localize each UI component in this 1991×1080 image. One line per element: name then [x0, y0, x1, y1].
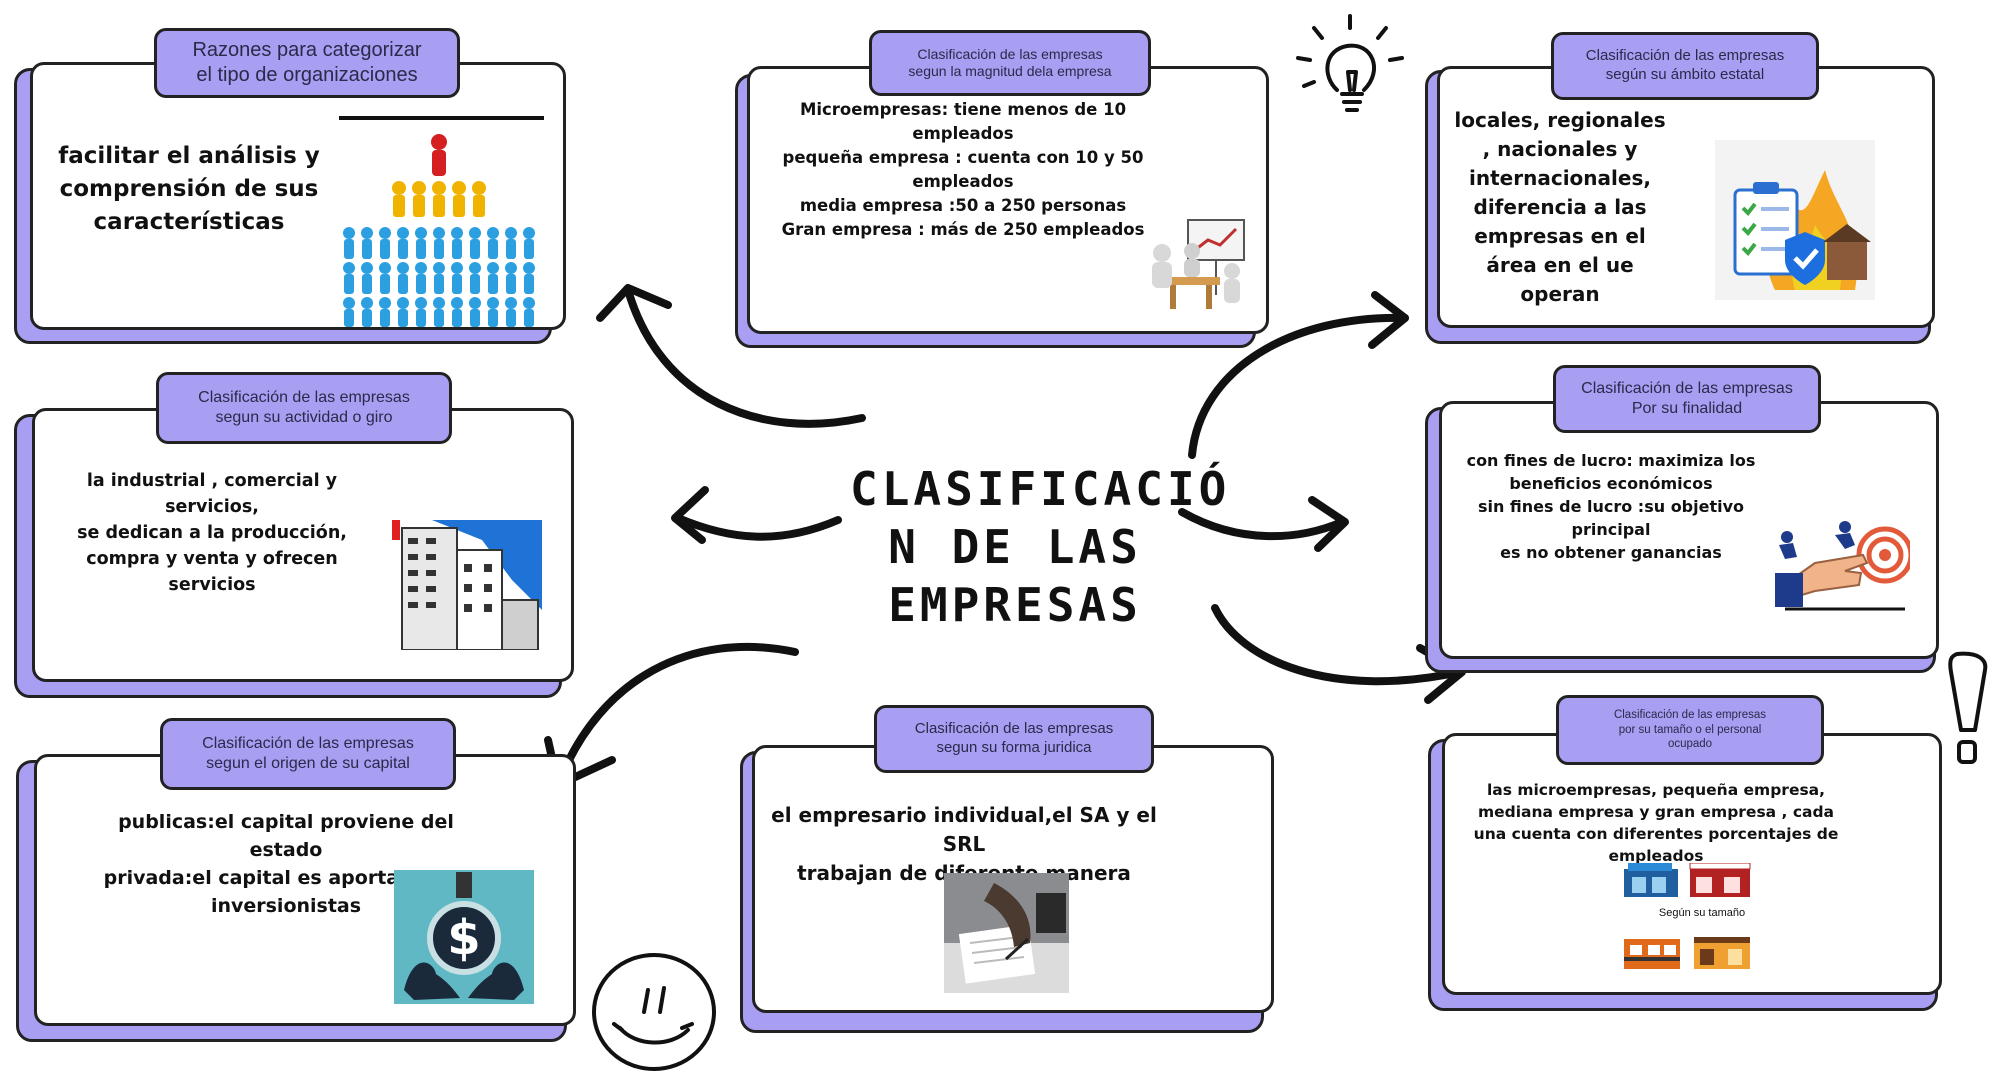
card-magnitud: Clasificación de las empresas segun la m… — [735, 30, 1270, 348]
tab-tamano: Clasificación de las empresas por su tam… — [1556, 695, 1824, 765]
tab-juridica: Clasificación de las empresas segun su f… — [874, 705, 1154, 773]
tab-magnitud: Clasificación de las empresas segun la m… — [869, 30, 1151, 96]
target-hand-icon — [1775, 521, 1910, 611]
tamano-image-caption: Según su tamaño — [1658, 907, 1746, 919]
dollar-hands-icon: $ — [394, 870, 534, 1004]
meeting-icon — [1152, 219, 1245, 309]
small-shops-icon — [1624, 937, 1750, 969]
actividad-text: la industrial , comercial y servicios, s… — [77, 471, 347, 595]
juridica-text: el empresario individual,el SA y el SRL … — [771, 803, 1157, 885]
tamano-text: las microempresas, pequeña empresa, medi… — [1473, 781, 1839, 865]
magnitud-text: Microempresas: tiene menos de 10 emplead… — [781, 100, 1145, 239]
tab-ambito: Clasificación de las empresas según su á… — [1551, 32, 1819, 100]
svg-text:$: $ — [447, 910, 480, 966]
people-pyramid-icon — [343, 134, 535, 327]
tab-finalidad: Clasificación de las empresas Por su fin… — [1553, 365, 1821, 433]
tab-actividad: Clasificación de las empresas segun su a… — [156, 372, 452, 444]
document-signing-icon — [944, 873, 1069, 993]
buildings-icon — [392, 520, 542, 650]
tab-origen: Clasificación de las empresas segun el o… — [160, 718, 456, 790]
arrow-to-tamano — [1211, 604, 1464, 686]
card-juridica: Clasificación de las empresas segun su f… — [740, 705, 1275, 1033]
card-origen: Clasificación de las empresas segun el o… — [16, 718, 576, 1046]
smiley-icon — [592, 953, 716, 1071]
exclamation-icon — [1948, 651, 1988, 764]
ambito-text: locales, regionales , nacionales y inter… — [1454, 108, 1666, 306]
tab-razones: Razones para categorizar el tipo de orga… — [154, 28, 460, 98]
card-finalidad: Clasificación de las empresas Por su fin… — [1425, 365, 1940, 673]
checklist-fire-icon — [1715, 140, 1875, 300]
card-ambito: Clasificación de las empresas según su á… — [1425, 32, 1935, 344]
card-razones: Razones para categorizar el tipo de orga… — [14, 28, 569, 348]
divider-line — [339, 116, 544, 120]
small-shops-icon — [1624, 863, 1751, 897]
finalidad-text: con fines de lucro: maximiza los benefic… — [1466, 451, 1756, 562]
arrow-to-actividad — [674, 514, 842, 541]
razones-text: facilitar el análisis y comprensión de s… — [58, 143, 320, 235]
card-actividad: Clasificación de las empresas segun su a… — [14, 372, 574, 698]
central-topic-title: CLASIFICACIÓ N DE LAS EMPRESAS — [850, 462, 1231, 632]
lightbulb-icon — [1296, 14, 1404, 112]
card-tamano: Clasificación de las empresas por su tam… — [1428, 695, 1942, 1015]
